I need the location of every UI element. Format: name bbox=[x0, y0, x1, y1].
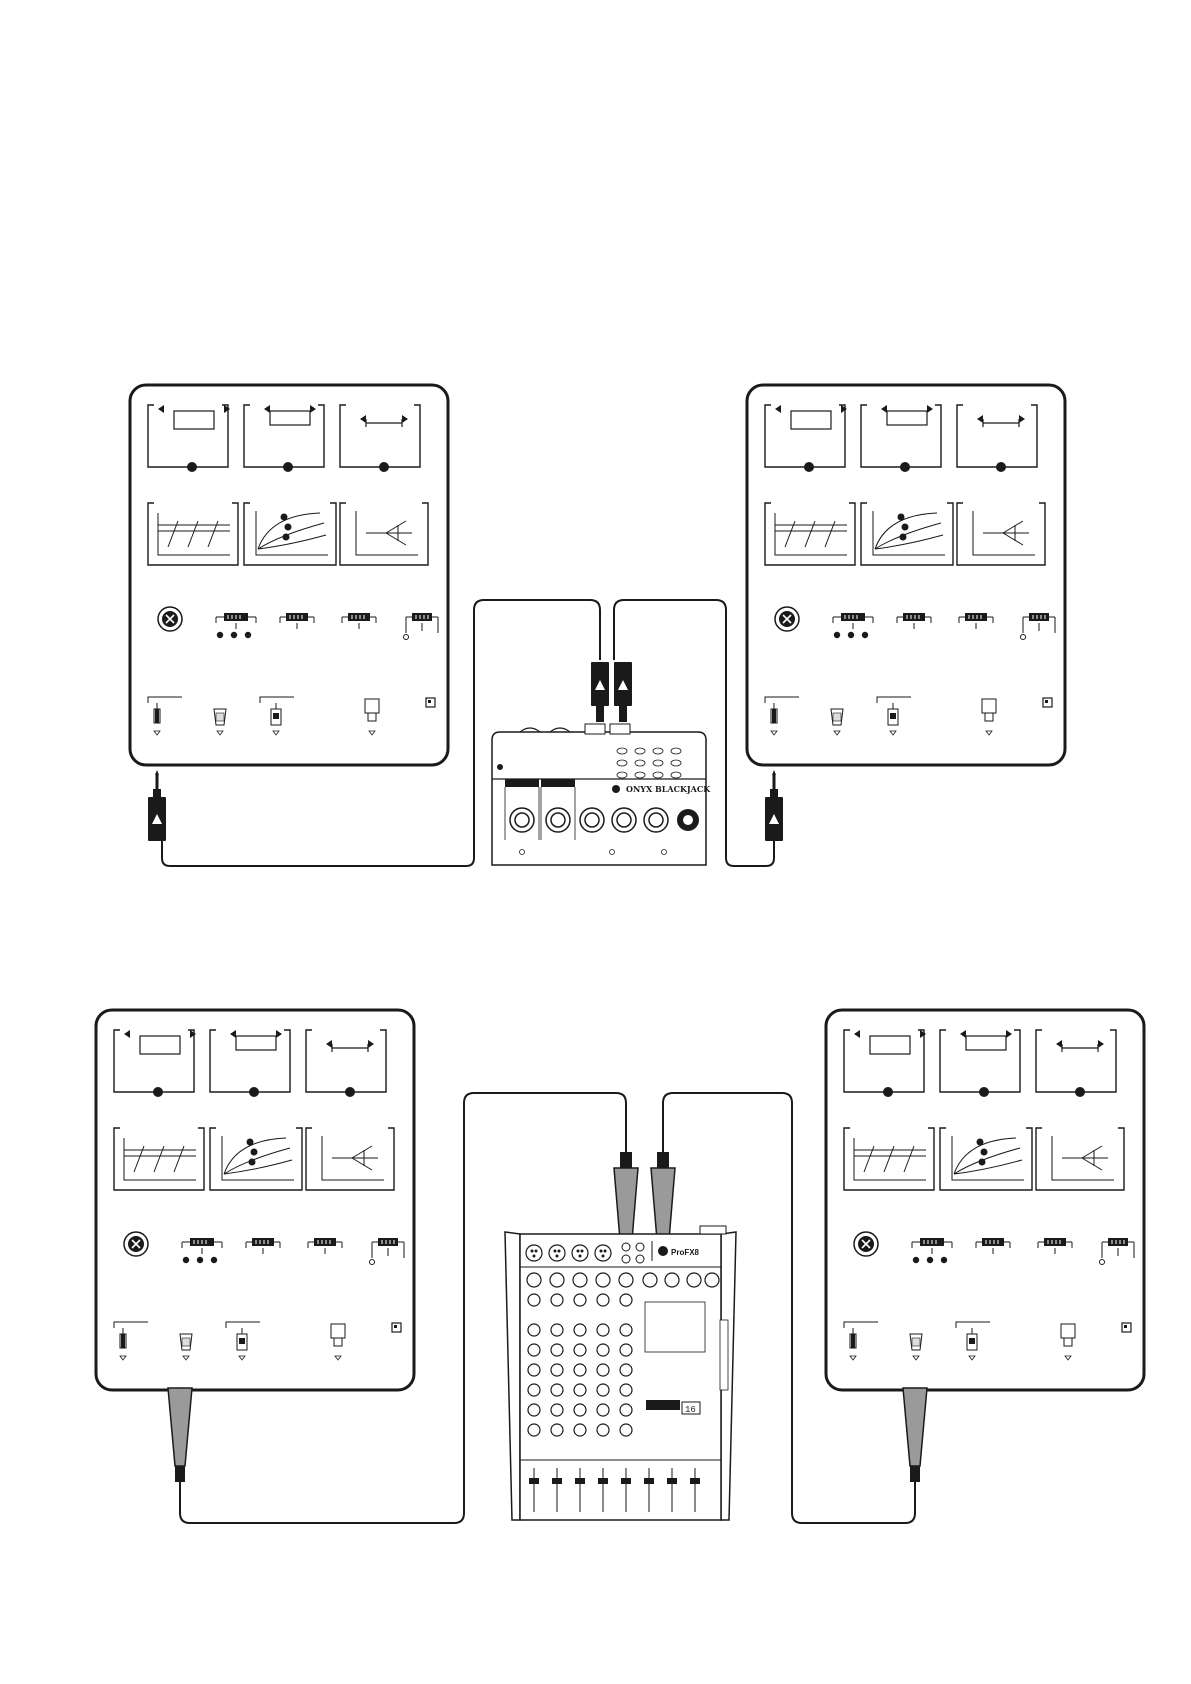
mixer-knob bbox=[551, 1384, 563, 1396]
mixer-knob bbox=[620, 1424, 632, 1436]
fx-display: 16 bbox=[685, 1405, 696, 1415]
trs-plug-icon bbox=[591, 662, 609, 722]
mixer-knob bbox=[528, 1384, 540, 1396]
mixer-knob bbox=[528, 1424, 540, 1436]
mixer-brand-label: ProFX8 bbox=[671, 1248, 700, 1257]
mixer-knob bbox=[620, 1404, 632, 1416]
xlr-plug-icon bbox=[168, 1388, 192, 1482]
mixer-knob bbox=[597, 1344, 609, 1356]
mixer-knob bbox=[528, 1404, 540, 1416]
mixer-knob bbox=[596, 1273, 610, 1287]
mixer-knob bbox=[574, 1294, 586, 1306]
trs-plug-icon bbox=[765, 770, 783, 841]
mixer-knob bbox=[528, 1364, 540, 1376]
mixer-knob bbox=[705, 1273, 719, 1287]
speaker-bottom-left bbox=[96, 1010, 414, 1390]
mixer-knob bbox=[620, 1384, 632, 1396]
mixer-knob bbox=[597, 1324, 609, 1336]
mixer-knob bbox=[551, 1364, 563, 1376]
mixer-knob bbox=[574, 1344, 586, 1356]
speaker-top-right bbox=[747, 385, 1065, 765]
mixer-knob bbox=[550, 1273, 564, 1287]
mixer-knob bbox=[528, 1324, 540, 1336]
fader-knob bbox=[690, 1478, 700, 1484]
mixer-knob bbox=[620, 1324, 632, 1336]
mixer-knob bbox=[687, 1273, 701, 1287]
mixer-knob bbox=[597, 1294, 609, 1306]
mixer-knob bbox=[574, 1404, 586, 1416]
mixer-knob bbox=[620, 1294, 632, 1306]
mixer-knob bbox=[620, 1364, 632, 1376]
mixer-knob bbox=[597, 1364, 609, 1376]
mixer-knob bbox=[527, 1273, 541, 1287]
mixer-knob bbox=[551, 1424, 563, 1436]
mixer-knob bbox=[551, 1344, 563, 1356]
mixer-knob bbox=[597, 1424, 609, 1436]
mixer-knob bbox=[643, 1273, 657, 1287]
mixer-knob bbox=[620, 1344, 632, 1356]
mixer-knob bbox=[619, 1273, 633, 1287]
xlr-plug-icon bbox=[903, 1388, 927, 1482]
mixer-knob bbox=[574, 1384, 586, 1396]
mixer-knob bbox=[597, 1404, 609, 1416]
mixer-knob bbox=[528, 1294, 540, 1306]
mixer-knob bbox=[574, 1324, 586, 1336]
fader-knob bbox=[529, 1478, 539, 1484]
mixer-knob bbox=[551, 1294, 563, 1306]
speaker-top-left bbox=[130, 385, 448, 765]
mixer-brand-label: ONYX BLACKJACK bbox=[626, 784, 711, 794]
trs-plug-icon bbox=[148, 770, 166, 841]
mixer-knob bbox=[665, 1273, 679, 1287]
mixer-knob bbox=[528, 1344, 540, 1356]
mixer-knob bbox=[597, 1384, 609, 1396]
trs-plug-icon bbox=[614, 662, 632, 722]
xlr-plug-icon bbox=[651, 1152, 675, 1240]
fader-knob bbox=[667, 1478, 677, 1484]
mixer-knob bbox=[551, 1404, 563, 1416]
mixer-knob bbox=[573, 1273, 587, 1287]
mixer-knob bbox=[574, 1364, 586, 1376]
mixer-knob bbox=[551, 1324, 563, 1336]
fader-knob bbox=[598, 1478, 608, 1484]
xlr-plug-icon bbox=[614, 1152, 638, 1240]
fader-knob bbox=[552, 1478, 562, 1484]
fader-knob bbox=[621, 1478, 631, 1484]
mixer-knob bbox=[574, 1424, 586, 1436]
fader-knob bbox=[644, 1478, 654, 1484]
speaker-bottom-right bbox=[826, 1010, 1144, 1390]
fader-knob bbox=[575, 1478, 585, 1484]
mixer-profx8: ProFX8 16 bbox=[505, 1226, 736, 1520]
mixer-onyx-blackjack: ONYX BLACKJACK bbox=[492, 724, 711, 865]
